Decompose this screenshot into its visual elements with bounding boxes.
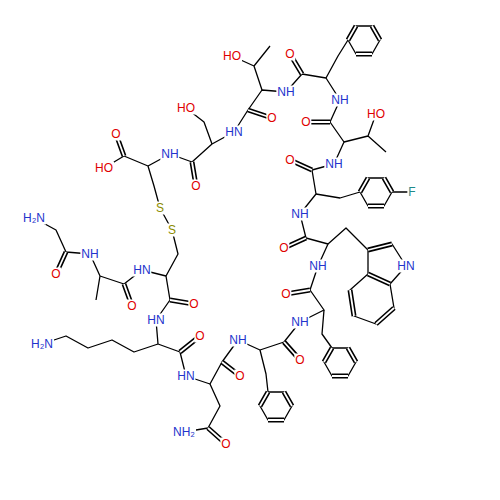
atom-label: HN xyxy=(396,260,415,273)
atom-label: NH xyxy=(80,248,99,261)
atom-label: HO xyxy=(366,108,386,121)
atom-label: NH xyxy=(308,260,327,273)
atom-label: O xyxy=(126,300,137,313)
atom-label: O xyxy=(190,180,201,193)
atom-label: NH₂ xyxy=(172,426,196,439)
atom-label: O xyxy=(280,288,291,301)
atom-label: O xyxy=(284,48,295,61)
double-bond-gap xyxy=(56,26,394,444)
atom-label: O xyxy=(284,154,295,167)
atom-label: O xyxy=(220,438,231,451)
atom-label: O xyxy=(294,354,305,367)
atom-label: H₂N xyxy=(30,338,54,351)
atom-label: HN xyxy=(146,314,165,327)
atom-label: F xyxy=(407,186,416,199)
double-bonds xyxy=(56,26,394,444)
atom-label: HO xyxy=(222,50,242,63)
atom-label: NH xyxy=(330,94,349,107)
atom-label: H₂N xyxy=(22,212,46,225)
atom-label: NH xyxy=(160,148,179,161)
atom-label: O xyxy=(110,128,121,141)
atom-label: O xyxy=(266,112,277,125)
atom-label: O xyxy=(300,116,311,129)
atom-label: NH xyxy=(276,86,295,99)
atom-label: HO xyxy=(94,162,114,175)
atom-label: HN xyxy=(176,370,195,383)
atom-label: NH xyxy=(228,334,247,347)
atom-label: S xyxy=(155,202,165,215)
atom-label: O xyxy=(278,242,289,255)
atom-label: HO xyxy=(176,102,196,115)
single-bonds xyxy=(34,26,412,432)
atom-label: HN xyxy=(132,264,151,277)
atom-label: O xyxy=(50,268,61,281)
atom-label: O xyxy=(234,370,245,383)
atom-label: S xyxy=(167,224,177,237)
atom-label: NH xyxy=(290,316,309,329)
atom-label: O xyxy=(194,330,205,343)
atom-label: NH xyxy=(290,208,309,221)
atom-label: HN xyxy=(224,126,243,139)
atom-label: O xyxy=(188,298,199,311)
atom-label: NH xyxy=(324,158,343,171)
